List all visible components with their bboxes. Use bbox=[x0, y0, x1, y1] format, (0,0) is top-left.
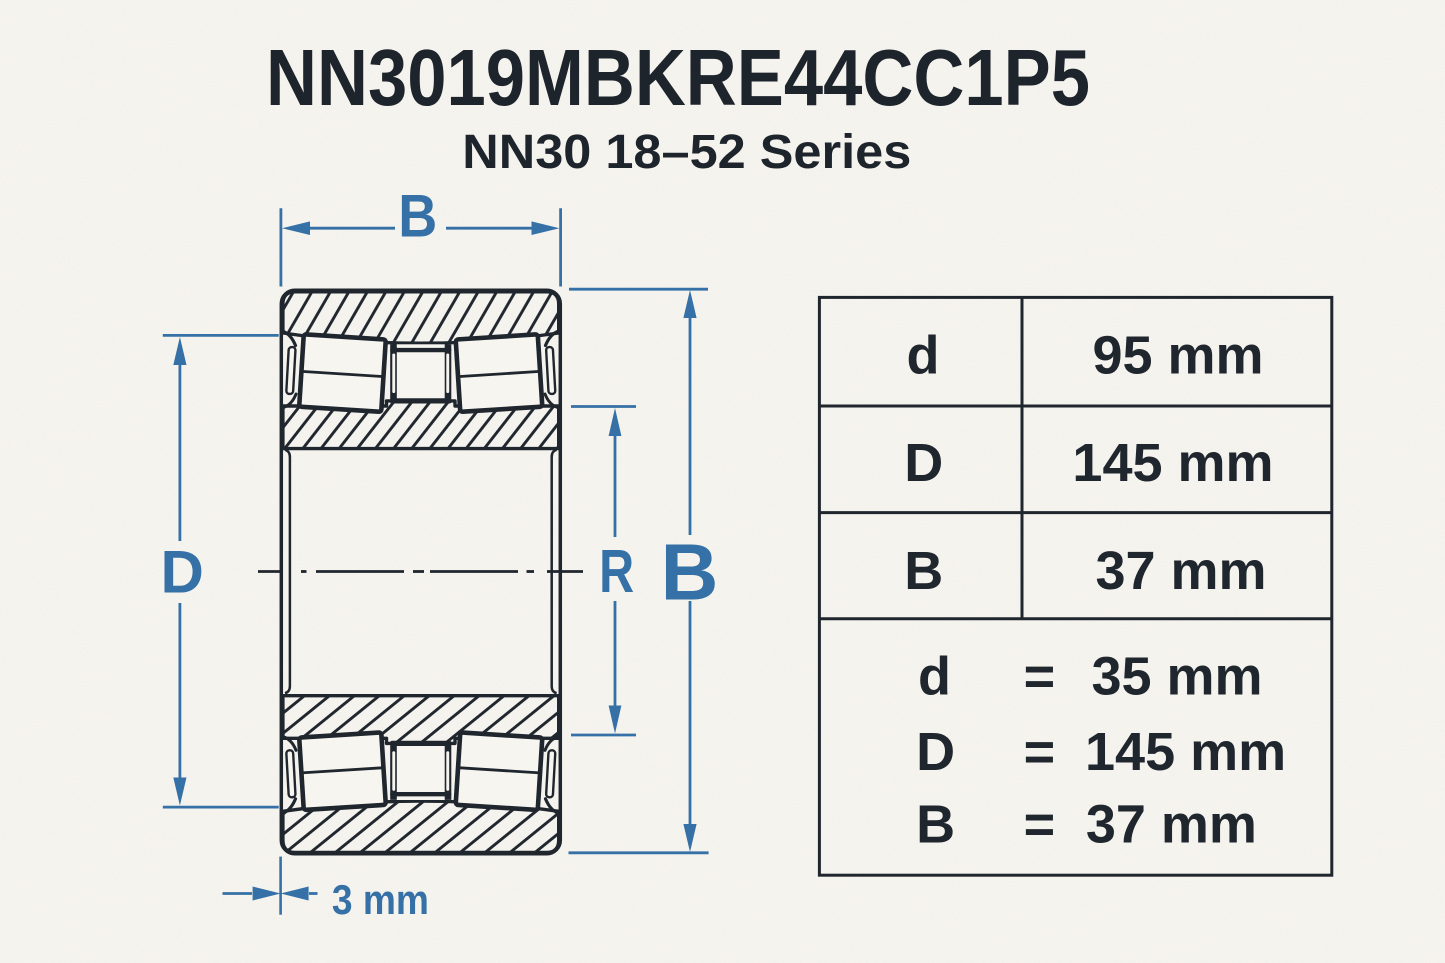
svg-text:37 mm: 37 mm bbox=[1086, 795, 1257, 855]
svg-text:D: D bbox=[904, 433, 943, 493]
svg-text:D: D bbox=[916, 722, 955, 782]
svg-text:B: B bbox=[904, 541, 943, 601]
svg-text:95 mm: 95 mm bbox=[1092, 326, 1263, 386]
svg-text:B: B bbox=[398, 183, 437, 250]
svg-text:B: B bbox=[661, 527, 719, 616]
svg-text:NN30 18–52 Series: NN30 18–52 Series bbox=[462, 125, 911, 179]
svg-text:d: d bbox=[907, 326, 940, 386]
svg-text:=: = bbox=[1024, 795, 1056, 855]
svg-text:d: d bbox=[918, 647, 951, 707]
svg-text:=: = bbox=[1024, 647, 1056, 707]
svg-text:35 mm: 35 mm bbox=[1091, 647, 1262, 707]
svg-text:3 mm: 3 mm bbox=[332, 876, 429, 923]
svg-text:R: R bbox=[599, 537, 634, 605]
svg-text:D: D bbox=[161, 538, 204, 605]
svg-text:145 mm: 145 mm bbox=[1072, 433, 1273, 493]
svg-text:=: = bbox=[1024, 722, 1056, 782]
svg-text:37 mm: 37 mm bbox=[1095, 541, 1266, 601]
svg-text:B: B bbox=[916, 795, 955, 855]
svg-text:145 mm: 145 mm bbox=[1085, 722, 1286, 782]
svg-text:NN3019MBKRE44CC1P5: NN3019MBKRE44CC1P5 bbox=[266, 33, 1090, 122]
